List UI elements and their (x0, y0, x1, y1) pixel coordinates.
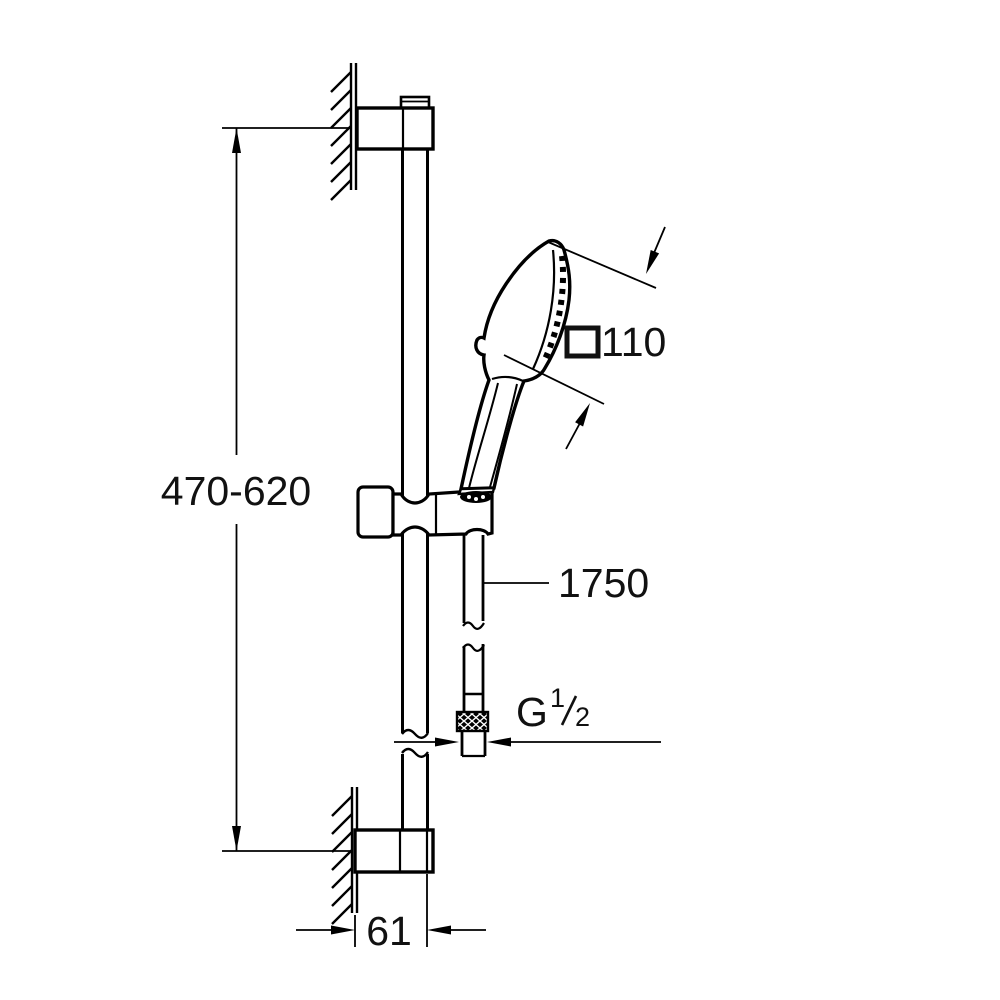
head-face-inner-line (532, 249, 556, 370)
hose-length-label: 1750 (558, 560, 649, 606)
wall-section-bottom (331, 787, 359, 925)
shower-rail (401, 149, 429, 830)
hose-nut-knurled (455, 710, 490, 733)
wall-bracket-top (355, 95, 435, 151)
arrowhead-head-upper (646, 250, 660, 274)
rail-break-lower (401, 747, 429, 758)
arrowhead-up (232, 128, 241, 153)
fraction-slash (560, 695, 578, 726)
head-size-label: 110 (601, 319, 666, 365)
hose-break-lower (462, 643, 485, 652)
handle-inlet-cone (457, 486, 496, 503)
dimension-height-range: 470-620 (161, 127, 352, 852)
arrowhead-thread-left (435, 737, 459, 747)
extension-line-head-upper (547, 241, 657, 289)
wall-bracket-bottom (353, 828, 435, 874)
arrowhead-offset-right (427, 925, 451, 935)
holder-knob (356, 485, 395, 539)
glide-holder (356, 485, 494, 539)
square-symbol-icon (564, 325, 601, 359)
wall-hatching-top (330, 71, 352, 201)
hose-thread-connector (460, 731, 487, 758)
dimension-thread: G 1 2 (394, 683, 661, 747)
handle-inner-line-left (468, 382, 499, 489)
hose-break-upper (462, 621, 485, 630)
neck-groove-line (491, 375, 524, 383)
arrowhead-head-lower (575, 403, 590, 427)
arrowhead-down (232, 826, 241, 851)
holder-body (391, 490, 494, 537)
dimension-wall-offset: 61 (296, 874, 486, 954)
handle-inner-line-right (489, 383, 518, 488)
spray-nozzle-bumps (540, 255, 567, 365)
shower-hose (455, 535, 490, 758)
arrowhead-thread-right (487, 737, 511, 747)
rail-break-upper (401, 728, 429, 739)
wall-offset-label: 61 (366, 908, 412, 954)
thread-numerator-label: 1 (550, 683, 565, 713)
arrowhead-offset-left (331, 925, 355, 935)
extension-line-head-lower (503, 354, 605, 405)
thread-letter-label: G (516, 689, 548, 735)
thread-denominator-label: 2 (575, 702, 590, 732)
wall-hatching-bottom (331, 795, 353, 925)
dimension-hose-length: 1750 (484, 560, 649, 606)
hand-shower (457, 238, 572, 503)
dimension-head-size: 110 (503, 226, 666, 450)
wall-section-top (330, 63, 358, 201)
height-range-label: 470-620 (161, 468, 311, 514)
hand-shower-outline (458, 238, 572, 491)
